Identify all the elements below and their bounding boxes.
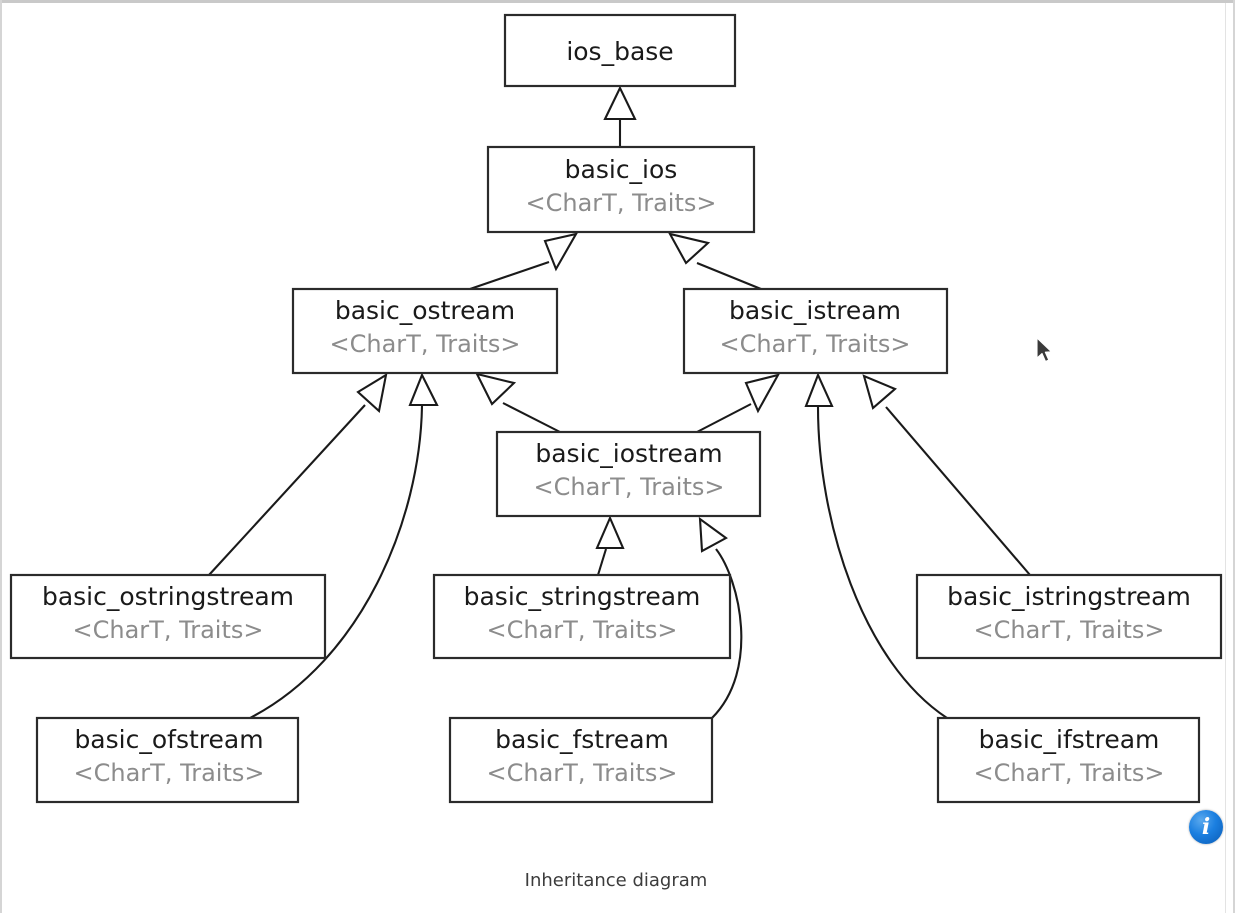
class-name: basic_stringstream [464,582,701,611]
class-box[interactable] [35,716,300,804]
class-name: basic_ostringstream [42,582,294,611]
class-name: basic_ostream [335,296,515,325]
content-right-gutter [1225,3,1233,913]
class-box[interactable] [495,430,762,518]
edge-basic_iostream-to-basic_ostream [475,372,561,433]
edge-line [208,404,366,576]
class-node-basic_ios[interactable]: basic_ios <CharT, Traits> [486,145,756,234]
class-template-params: <CharT, Traits> [974,616,1165,644]
inheritance-arrow-icon [475,372,517,406]
edge-basic_ofstream-to-basic_ostream [249,372,439,719]
edge-basic_ios-to-ios_base [603,85,637,147]
class-name: basic_istringstream [947,582,1191,611]
inheritance-arrow-icon [603,85,637,121]
class-node-basic_istream[interactable]: basic_istream <CharT, Traits> [682,287,949,375]
class-template-params: <CharT, Traits> [720,330,911,358]
class-box[interactable] [486,145,756,234]
class-node-basic_iostream[interactable]: basic_iostream <CharT, Traits> [495,430,762,518]
edge-basic_ostream-to-basic_ios [469,232,579,290]
class-box[interactable] [503,13,737,88]
class-box[interactable] [936,716,1201,804]
edge-group [208,85,1031,719]
edge-line [502,402,561,433]
edge-line [696,262,762,290]
class-box[interactable] [915,573,1223,660]
inheritance-arrow-icon [744,373,781,414]
content-top-border [0,0,1235,3]
info-icon[interactable]: i [1189,810,1223,844]
class-node-basic_fstream[interactable]: basic_fstream <CharT, Traits> [448,716,714,804]
content-right-border [1233,0,1235,913]
class-template-params: <CharT, Traits> [526,189,717,217]
class-template-params: <CharT, Traits> [974,759,1165,787]
edge-line [596,548,608,576]
class-node-ios_base[interactable]: ios_base [503,13,737,88]
class-box[interactable] [9,573,327,660]
edge-line [249,405,424,719]
inheritance-arrow-icon [408,372,439,407]
class-node-basic_ostringstream[interactable]: basic_ostringstream <CharT, Traits> [9,573,327,660]
content-left-border [0,0,2,913]
class-template-params: <CharT, Traits> [73,616,264,644]
edge-line [816,406,948,719]
edge-basic_iostream-to-basic_istream [696,373,781,433]
class-node-basic_ofstream[interactable]: basic_ofstream <CharT, Traits> [35,716,300,804]
edge-basic_stringstream-to-basic_iostream [595,515,625,576]
edge-line [469,261,550,290]
class-name: basic_istream [729,296,901,325]
edge-basic_fstream-to-basic_iostream [698,516,743,719]
edge-basic_istream-to-basic_ios [667,232,762,290]
class-name: basic_ofstream [74,725,263,754]
class-node-basic_istringstream[interactable]: basic_istringstream <CharT, Traits> [915,573,1223,660]
class-template-params: <CharT, Traits> [534,473,725,501]
edge-basic_istringstream-to-basic_istream [862,374,1031,576]
inheritance-arrow-icon [667,232,711,265]
class-template-params: <CharT, Traits> [487,759,678,787]
class-box[interactable] [291,287,559,375]
class-node-basic_stringstream[interactable]: basic_stringstream <CharT, Traits> [432,573,732,660]
class-name: basic_iostream [535,439,722,468]
edge-line [885,406,1031,576]
class-box[interactable] [432,573,732,660]
edge-line [696,403,752,433]
inheritance-arrow-icon [595,515,625,550]
inheritance-arrow-icon [543,232,579,272]
inheritance-arrow-icon [356,372,388,414]
class-box[interactable] [448,716,714,804]
class-template-params: <CharT, Traits> [487,616,678,644]
class-box[interactable] [682,287,949,375]
diagram-caption: Inheritance diagram [525,870,708,891]
class-node-basic_ifstream[interactable]: basic_ifstream <CharT, Traits> [936,716,1201,804]
edge-basic_ifstream-to-basic_istream [804,372,948,719]
class-name: basic_ifstream [979,725,1160,754]
info-icon-glyph: i [1201,814,1211,840]
edge-line [711,548,743,719]
class-template-params: <CharT, Traits> [330,330,521,358]
class-node-basic_ostream[interactable]: basic_ostream <CharT, Traits> [291,287,559,375]
inheritance-arrow-icon [698,516,728,553]
inheritance-arrow-icon [862,374,897,410]
class-name: basic_fstream [495,725,669,754]
edge-basic_ostringstream-to-basic_ostream [208,372,388,576]
inheritance-arrow-icon [804,372,834,408]
class-template-params: <CharT, Traits> [74,759,265,787]
class-name: basic_ios [565,155,678,184]
class-name: ios_base [566,37,673,66]
